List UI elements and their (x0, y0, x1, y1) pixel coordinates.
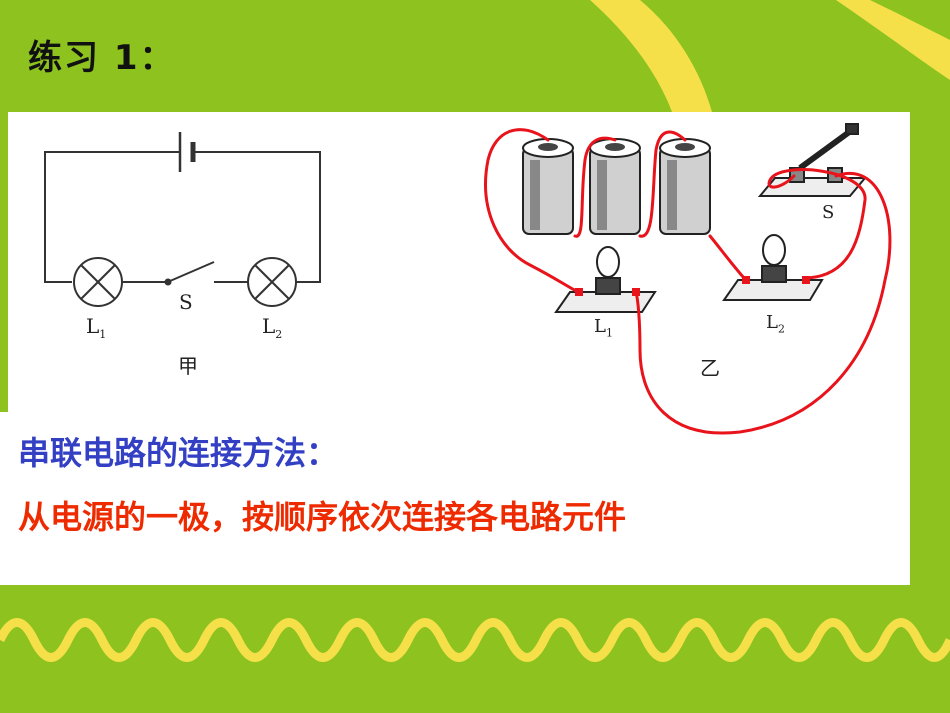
yellow-swoosh-decoration (590, 0, 950, 112)
battery-cell-icon (659, 138, 711, 235)
yellow-wave-decoration (0, 618, 950, 662)
knife-switch-icon (757, 123, 868, 197)
header-band: 练习 1： (0, 0, 950, 112)
switch-s-physical-label: S (822, 202, 835, 223)
lamp-l2-label: L2 (262, 314, 283, 341)
battery-cell-icon (589, 138, 641, 235)
circuit-b-caption: 乙 (700, 356, 720, 380)
schematic-wire (195, 151, 321, 283)
bulb-l1-label: L1 (594, 316, 613, 340)
schematic-wire (44, 151, 180, 283)
bulb-l1-icon (554, 246, 657, 313)
method-heading: 串联电路的连接方法： (18, 434, 339, 472)
battery-cell-icon (522, 138, 574, 235)
bulb-l2-icon (722, 234, 824, 301)
lamp-l1-symbol (73, 257, 123, 307)
slide-title: 练习 1： (28, 38, 176, 78)
lamp-l1-label: L1 (86, 314, 107, 341)
right-green-strip (910, 112, 950, 592)
switch-s-symbol (164, 261, 215, 286)
bulb-l2-label: L2 (766, 312, 785, 336)
schematic-circuit (44, 132, 321, 307)
lamp-l2-symbol (247, 257, 297, 307)
method-description: 从电源的一极，按顺序依次连接各电路元件 (18, 498, 627, 536)
switch-s-label: S (179, 290, 193, 314)
red-wires (484, 128, 892, 435)
circuit-a-caption: 甲 (178, 354, 198, 378)
physical-circuit (484, 123, 892, 435)
figure-panel (8, 112, 910, 602)
left-green-strip (0, 112, 8, 412)
